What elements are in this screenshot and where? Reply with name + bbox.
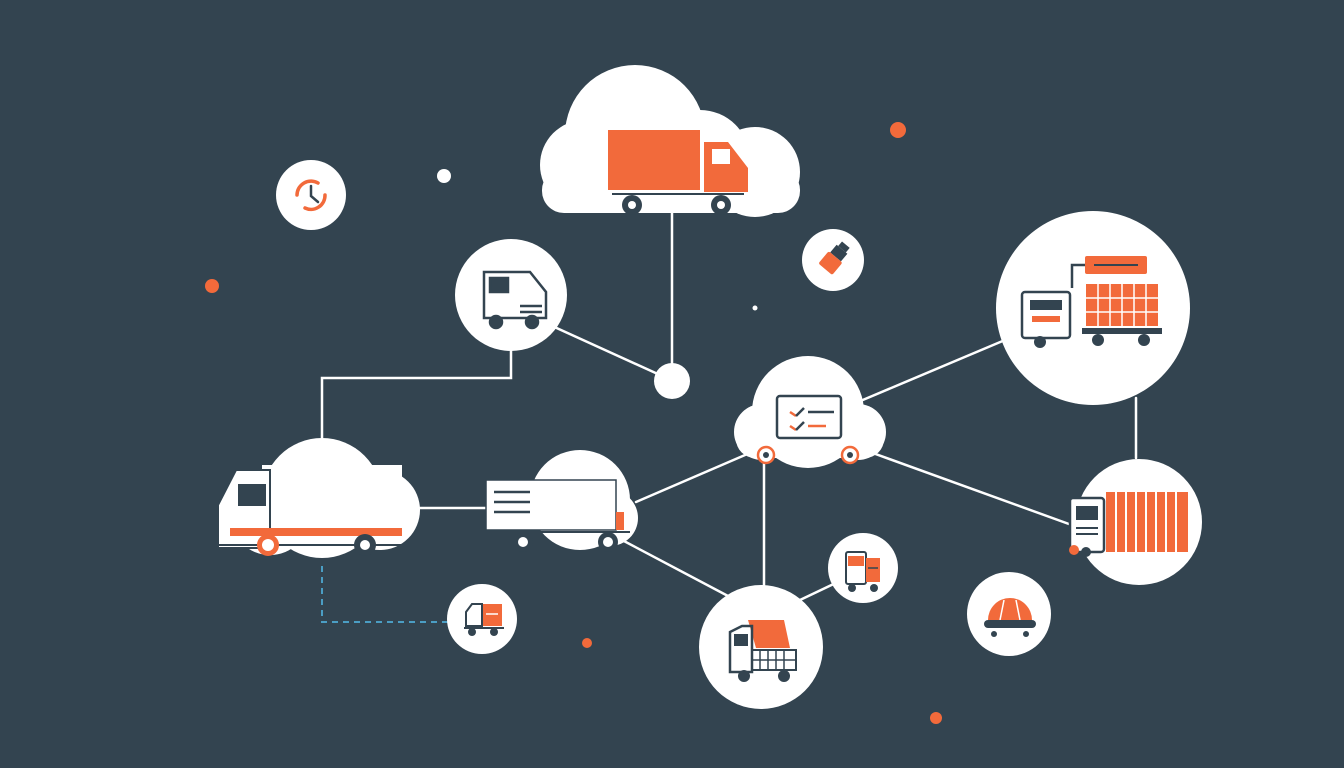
trailer-node [485, 450, 638, 552]
dot-orange [890, 122, 906, 138]
link-dashboard-warehouse [856, 338, 1007, 404]
hard-hat-node [967, 572, 1051, 656]
cart-icon [845, 551, 880, 592]
dot-white [437, 169, 451, 183]
cart-node [828, 533, 898, 603]
dot-orange [205, 279, 219, 293]
van-icon [482, 270, 548, 330]
dot-white [752, 305, 758, 311]
warehouse-node [996, 211, 1190, 405]
monitor-checklist-icon [775, 394, 843, 440]
dump-node [699, 585, 823, 709]
link-trailer-dump [620, 538, 730, 598]
link-cloud-left-small-truck [321, 566, 450, 623]
container-node [1068, 459, 1202, 585]
decorative-dots [205, 122, 942, 724]
small-truck-icon [464, 603, 504, 636]
clock-icon [295, 179, 327, 212]
dot-orange [930, 712, 942, 724]
link-van-cloud-left [320, 333, 513, 454]
link-van-hub [548, 323, 662, 377]
box-truck-icon [608, 130, 748, 215]
van-node [455, 239, 567, 351]
small-truck-node [447, 584, 517, 654]
container-truck-icon [1068, 492, 1188, 557]
link-dashboard-container [868, 450, 1082, 530]
cloud-top-node [540, 65, 800, 217]
flashlight-icon [819, 241, 850, 275]
connectors [320, 210, 1138, 602]
link-trailer-dashboard [634, 450, 754, 504]
trailer-icon [485, 479, 630, 552]
delivery-truck-icon [217, 465, 402, 556]
flashlight-node [802, 229, 864, 291]
loading-machine-icon [1020, 256, 1162, 348]
hub-node [654, 363, 690, 399]
cloud-left-node [217, 438, 420, 558]
dot-orange [582, 638, 592, 648]
dashboard-cloud-node [734, 356, 886, 468]
dump-truck-icon [728, 620, 797, 682]
clock-node [276, 160, 346, 230]
hard-hat-icon [984, 598, 1036, 637]
